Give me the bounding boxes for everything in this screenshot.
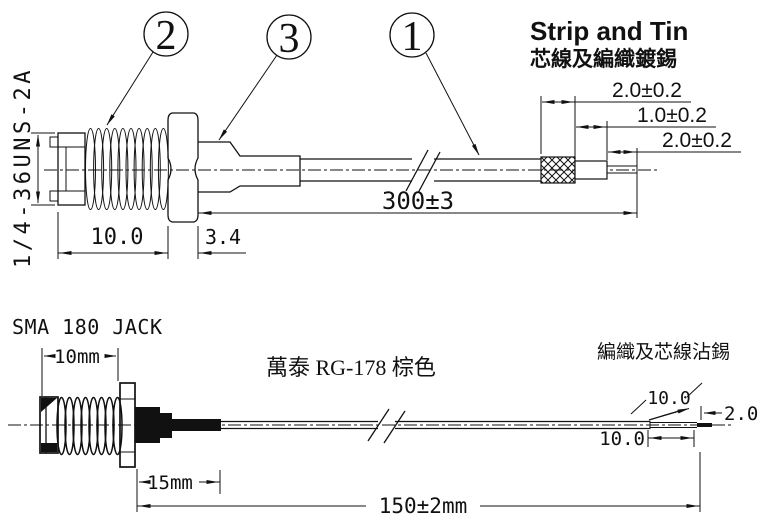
front-cap-shading xyxy=(41,443,57,452)
break-mark xyxy=(405,149,429,192)
break-mark xyxy=(417,151,441,194)
braid-tin-dim-text: 2.0±0.2 xyxy=(612,79,682,102)
top-view: 1/4-36UNS-2A xyxy=(11,11,741,268)
core-wire-dim: 2.0±0.2 xyxy=(608,129,741,218)
hex-nut xyxy=(167,112,199,223)
sma-connector-body xyxy=(39,382,221,468)
balloon-2-leader xyxy=(106,51,154,126)
overall-length-dim: 150±2mm xyxy=(137,452,701,518)
braid-tin-dim: 2.0±0.2 xyxy=(540,79,691,158)
thread-spec-label: 1/4-36UNS-2A xyxy=(11,67,36,268)
tip-dim-text: 2.0 xyxy=(724,403,758,425)
bottom-view: SMA 180 JACK 10mm xyxy=(8,315,758,518)
folded-braid xyxy=(661,408,690,417)
thread-length-dim-bottom: 10mm xyxy=(41,346,119,396)
strain-relief xyxy=(135,407,221,443)
balloon-3-leader xyxy=(218,54,278,141)
insulation-dim-bottom-text: 10.0 xyxy=(599,428,645,450)
insulation-dim-text: 1.0±0.2 xyxy=(637,104,707,127)
balloon-1-label: 1 xyxy=(402,14,423,60)
strip-and-tin-subtitle-cn: 芯線及編織鍍錫 xyxy=(530,47,677,71)
thread-diameter-dim xyxy=(31,132,55,206)
insulation-dim: 1.0±0.2 xyxy=(576,104,716,160)
overall-length-dim-text: 150±2mm xyxy=(379,494,468,518)
thread-section xyxy=(85,128,169,210)
cable-length-dim-text: 300±3 xyxy=(382,187,454,215)
hex-width-dim: 3.4 xyxy=(198,225,246,255)
sma-jack-label: SMA 180 JACK xyxy=(12,315,163,339)
tinned-wire-tip xyxy=(697,423,712,427)
strain-relief-dim-text: 15mm xyxy=(147,472,193,494)
end-treatment-label-cn: 編織及芯線沾錫 xyxy=(597,341,730,363)
strain-relief-dim: 15mm xyxy=(136,469,221,512)
braid-fold-dim-text: 10.0 xyxy=(647,388,690,409)
crimp-barrel xyxy=(198,141,301,193)
thread-length-dim-text: 10.0 xyxy=(91,225,144,250)
insulation-dim-bottom: 10.0 xyxy=(599,428,695,450)
break-mark xyxy=(383,410,406,444)
balloon-3: 3 xyxy=(218,14,312,141)
stripped-end xyxy=(648,408,712,429)
cable-length-dim: 300±3 xyxy=(198,187,637,215)
hex-width-dim-text: 3.4 xyxy=(205,225,241,249)
balloon-1-leader xyxy=(425,52,480,156)
break-mark xyxy=(367,408,390,442)
balloon-2-label: 2 xyxy=(156,13,177,59)
front-cap-shading xyxy=(41,398,57,412)
thread-length-dim-bottom-text: 10mm xyxy=(54,346,100,368)
core-wire-dim-text: 2.0±0.2 xyxy=(662,129,732,152)
braid-fold-dim: 10.0 xyxy=(630,382,703,415)
cable-spec-label-cn: 萬泰 RG-178 棕色 xyxy=(266,355,436,380)
balloon-2: 2 xyxy=(106,11,189,126)
strip-and-tin-title: Strip and Tin xyxy=(530,16,688,46)
cable xyxy=(300,149,541,194)
thread-section-bottom xyxy=(56,396,123,456)
thread-length-dim: 10.0 xyxy=(57,212,199,259)
balloon-1: 1 xyxy=(389,12,480,156)
insulation-section xyxy=(574,160,608,180)
balloon-3-label: 3 xyxy=(279,16,300,62)
cable-bottom xyxy=(221,408,650,444)
connector-front-body xyxy=(49,132,86,206)
tip-dim: 2.0 xyxy=(700,403,758,425)
tinned-braid-section xyxy=(540,156,576,184)
